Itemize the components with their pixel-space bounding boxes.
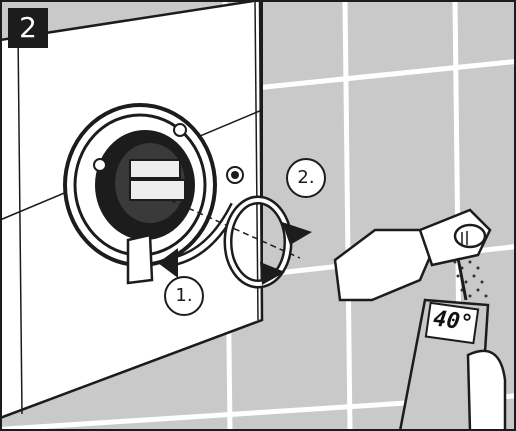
step-2-label: 2.	[286, 158, 326, 198]
step-number-badge: 2	[8, 8, 48, 48]
step-1-label: 1.	[164, 276, 204, 316]
thermometer-reading: 40°	[428, 304, 478, 340]
